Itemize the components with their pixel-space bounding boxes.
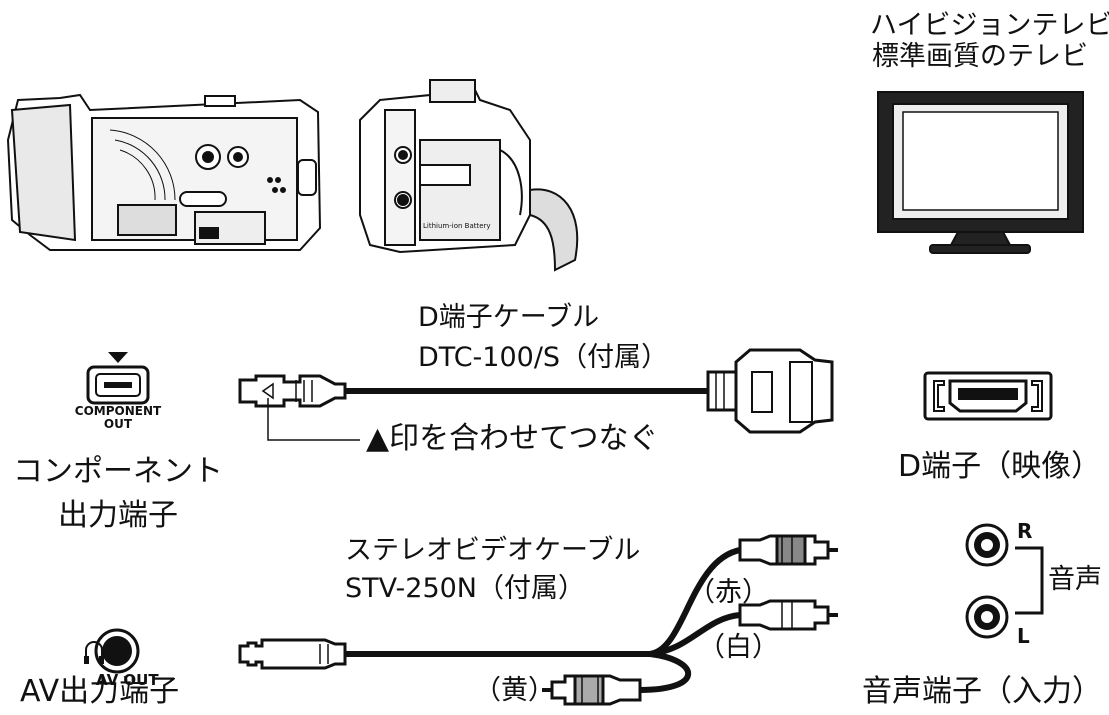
audio-label: 音声 (1048, 564, 1102, 595)
av-cable-model: STV-250N（付属） (345, 573, 585, 604)
plug-red-label: （赤） (688, 577, 769, 608)
plug-white-label: （白） (698, 632, 779, 663)
component-jack-label-line2: OUT (103, 416, 133, 431)
camcorder-side-illustration (6, 93, 322, 251)
component-terminal-line2: 出力端子 (58, 497, 178, 533)
audio-r-label: R (1017, 519, 1033, 543)
tv-type-line1: ハイビジョンテレビ (870, 10, 1109, 41)
component-jack-icon (86, 352, 150, 405)
av-terminal-label: AV出力端子 (20, 674, 180, 709)
align-note: ▲印を合わせてつなぐ (366, 421, 659, 456)
tv-type-line2: 標準画質のテレビ (872, 41, 1088, 73)
audio-terminal-label: 音声端子（入力） (862, 674, 1102, 709)
d-terminal-port-icon (923, 371, 1053, 421)
d-terminal-label: D端子（映像） (898, 449, 1102, 484)
component-jack-label-line1: COMPONENT (74, 404, 162, 418)
d-terminal-cable (238, 348, 834, 441)
av-out-jack-label: AV OUT (96, 671, 159, 689)
av-out-jack-icon (84, 628, 140, 674)
plug-yellow-label: （黄） (474, 675, 555, 706)
stereo-video-cable (238, 534, 838, 706)
d-cable-name: D端子ケーブル (418, 302, 600, 333)
component-terminal-line1: コンポーネント (13, 454, 223, 489)
audio-rca-ports-icon (965, 523, 1044, 639)
camcorder-back-illustration: Lithium-ion Battery (359, 79, 579, 272)
tv-illustration (877, 91, 1084, 254)
battery-text: Lithium-ion Battery (423, 222, 491, 230)
av-cable-name: ステレオビデオケーブル (345, 535, 641, 566)
audio-l-label: L (1017, 624, 1030, 648)
d-cable-model: DTC-100/S（付属） (418, 342, 669, 373)
